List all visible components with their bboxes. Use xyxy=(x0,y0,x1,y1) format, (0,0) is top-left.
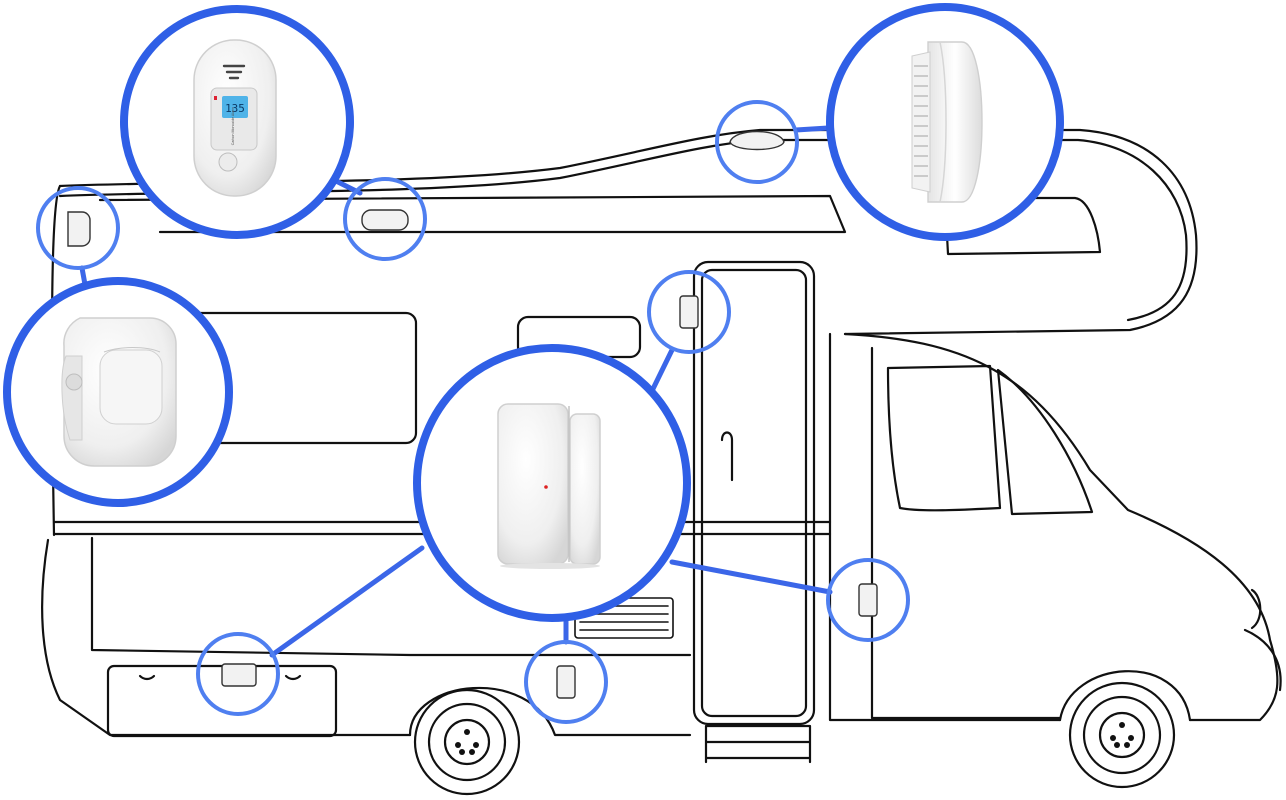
rv-hatch-hinge-right xyxy=(284,674,302,681)
rv-lower-body xyxy=(41,538,412,737)
connector-lines xyxy=(79,125,833,658)
co-alarm-label: Carbon Monoxide Alarm xyxy=(231,107,235,146)
location-markers xyxy=(67,130,878,699)
carbon-monoxide-alarm-icon: 135 Carbon Monoxide Alarm xyxy=(193,39,277,197)
connector-door-upper xyxy=(647,347,675,398)
location-rings xyxy=(36,100,910,724)
door-window-contact-sensor-icon xyxy=(497,403,601,569)
location-ring-door-right xyxy=(826,558,910,642)
co-alarm-callout: 135 Carbon Monoxide Alarm xyxy=(120,5,354,239)
location-ring-co-alarm xyxy=(343,177,427,261)
location-ring-motion xyxy=(36,186,120,270)
rv-cab-window-side xyxy=(996,368,1094,516)
connector-door-hatch xyxy=(269,545,425,658)
door-sensor-marker-lower-icon xyxy=(556,665,576,699)
rv-rear-wheel-arch xyxy=(408,687,692,737)
location-ring-hatch xyxy=(196,632,280,716)
door-sensor-marker-upper-icon xyxy=(679,295,699,329)
rv-cab-body xyxy=(828,332,1279,722)
rear-wheel xyxy=(413,688,521,796)
rv-cab-window-front xyxy=(886,364,1002,512)
rv-entry-door-inner xyxy=(700,268,808,718)
connector-door-right xyxy=(669,559,833,595)
smoke-detector-icon xyxy=(911,41,983,203)
rv-door-handle xyxy=(720,431,734,482)
location-ring-door-upper xyxy=(647,270,731,354)
co-alarm-marker-icon xyxy=(361,209,409,231)
rv-bumper xyxy=(1243,628,1282,692)
door-sensor-callout xyxy=(413,344,691,622)
front-wheel xyxy=(1068,681,1176,789)
connector-smoke-detector xyxy=(793,125,831,133)
rv-roof-rail xyxy=(98,194,847,234)
rv-front-wheel-arch xyxy=(1058,670,1192,722)
rv-overcab-window xyxy=(943,196,1102,256)
rv-skirt-line xyxy=(90,536,692,657)
door-sensor-marker-hatch-icon xyxy=(221,663,257,687)
location-ring-smoke xyxy=(715,100,799,184)
door-sensor-marker-right-icon xyxy=(858,583,878,617)
motion-marker-icon xyxy=(67,211,91,247)
motion-sensor-callout xyxy=(3,277,233,507)
rv-headlight xyxy=(1250,588,1262,630)
rv-hatch-hinge-left xyxy=(138,674,156,681)
rv-entry-door xyxy=(692,260,816,726)
co-alarm-lcd: 135 xyxy=(225,102,245,115)
smoke-detector-callout xyxy=(826,3,1064,241)
smoke-marker-icon xyxy=(729,130,785,151)
location-ring-door-lower xyxy=(524,640,608,724)
pir-motion-sensor-icon xyxy=(61,317,177,467)
rv-steps xyxy=(704,724,812,764)
